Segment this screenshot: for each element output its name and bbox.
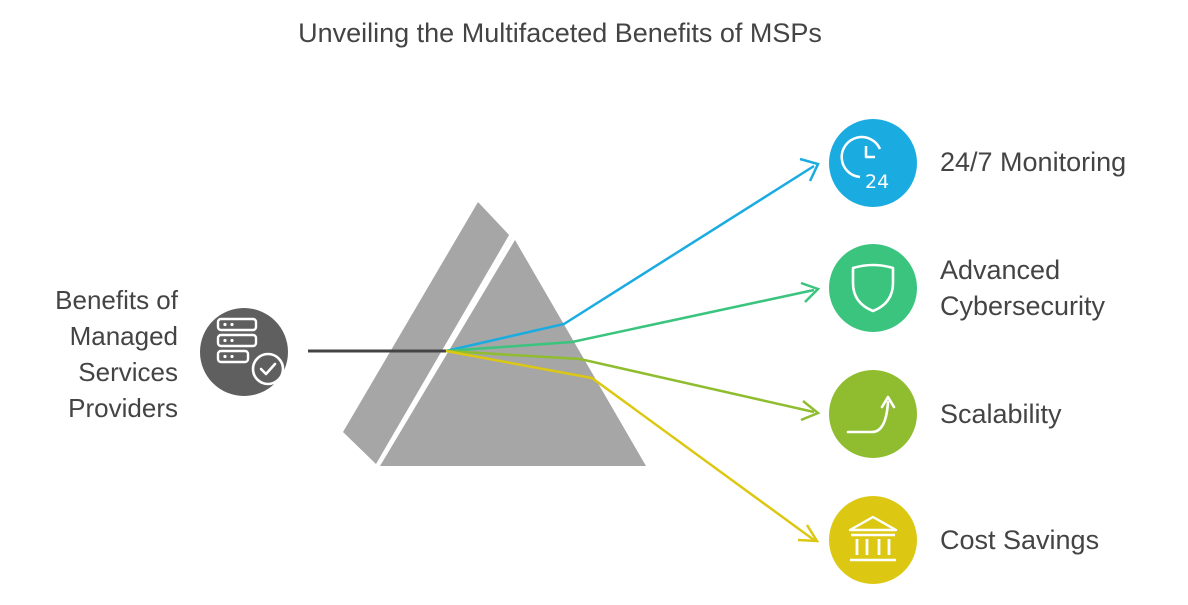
shield-icon [829, 244, 917, 332]
arrowhead-cost-savings [797, 524, 820, 543]
arrowhead-scalability [800, 400, 821, 422]
item-label-scalability: Scalability [940, 396, 1062, 432]
prism-back-face [343, 202, 512, 466]
item-label-cybersecurity: Advanced Cybersecurity [940, 252, 1105, 324]
arrowhead-monitoring [799, 157, 820, 182]
source-label-line: Providers [68, 393, 178, 423]
beam-cybersecurity [445, 288, 815, 353]
item-label-cost-savings: Cost Savings [940, 522, 1099, 558]
growth-arrow-icon [829, 370, 917, 458]
item-label-line: Advanced [940, 255, 1061, 285]
beam-scalability [445, 349, 815, 414]
source-label: Benefits of Managed Services Providers [20, 282, 178, 426]
item-label-line: Scalability [940, 399, 1062, 429]
prism-front-face [380, 240, 646, 466]
server-check-icon [200, 308, 288, 396]
item-label-monitoring: 24/7 Monitoring [940, 144, 1126, 180]
diagram-title: Unveiling the Multifaceted Benefits of M… [298, 18, 822, 48]
bank-icon [829, 496, 917, 584]
clock-24-icon: 24 [829, 119, 917, 207]
item-label-line: 24/7 Monitoring [940, 147, 1127, 177]
item-label-line: Cybersecurity [940, 291, 1106, 321]
svg-text:24: 24 [865, 171, 889, 193]
source-label-line: Managed [69, 321, 178, 351]
item-label-line: Cost Savings [940, 525, 1100, 555]
beam-cost-savings [445, 349, 815, 542]
beam-monitoring [445, 164, 815, 353]
source-label-line: Benefits of [55, 285, 178, 315]
source-label-line: Services [78, 357, 178, 387]
arrowhead-cybersecurity [800, 281, 821, 303]
